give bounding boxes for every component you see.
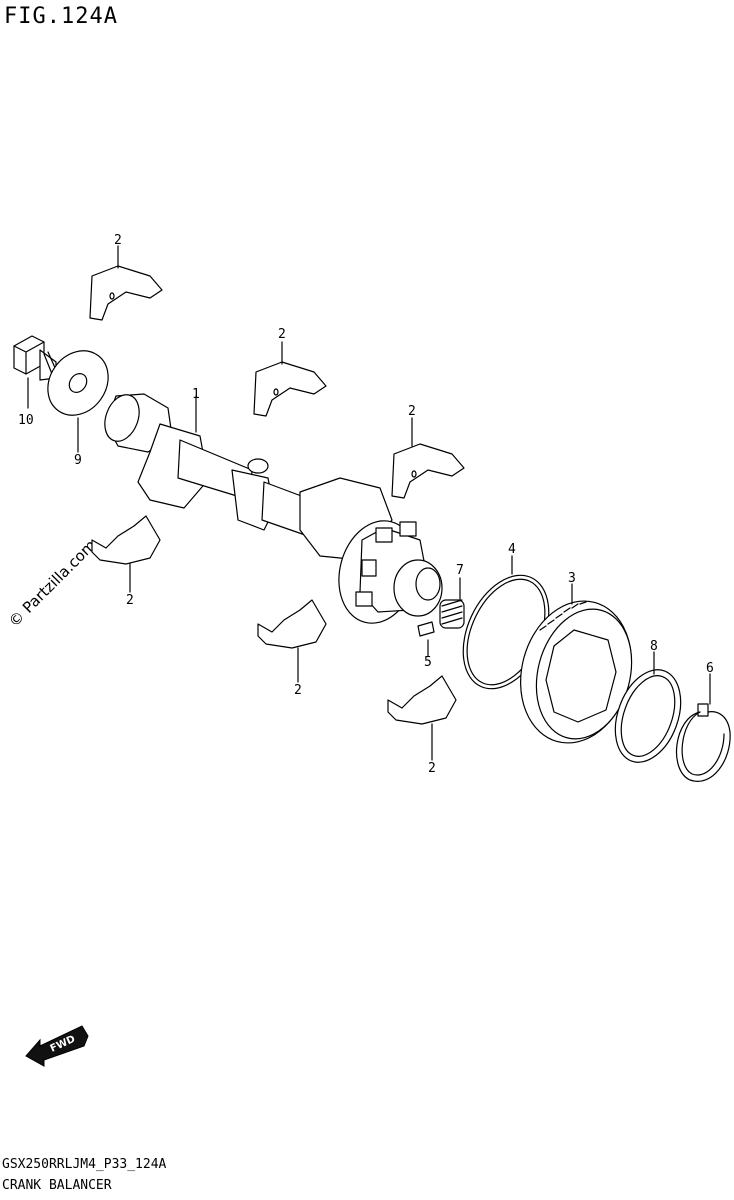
bearing-shell-6 xyxy=(387,675,457,725)
callout-7: 7 xyxy=(456,563,464,578)
callout-2: 2 xyxy=(428,761,436,776)
diagram-name: CRANK BALANCER xyxy=(2,1178,112,1193)
washer-part xyxy=(47,350,109,416)
callout-labels: 2 2 2 1 10 9 2 2 2 4 3 7 5 8 6 xyxy=(18,233,714,776)
fwd-arrow-icon: FWD xyxy=(25,1025,89,1067)
circlip-part xyxy=(676,703,731,782)
bearing-shell-1 xyxy=(89,265,163,321)
bearing-shell-2 xyxy=(253,361,327,417)
callout-2: 2 xyxy=(126,593,134,608)
callout-4: 4 xyxy=(508,542,516,557)
callout-10: 10 xyxy=(18,413,34,428)
callout-2: 2 xyxy=(278,327,286,342)
leader-lines xyxy=(27,245,711,761)
bearing-shell-3 xyxy=(391,443,465,499)
shim-washer-part xyxy=(614,669,682,763)
callout-8: 8 xyxy=(650,639,658,654)
callout-3: 3 xyxy=(568,571,576,586)
bolt-part xyxy=(13,335,57,381)
callout-1: 1 xyxy=(192,387,200,402)
bearing-shell-5 xyxy=(257,599,327,649)
figure-title: FIG.124A xyxy=(4,4,118,29)
callout-2: 2 xyxy=(114,233,122,248)
pin-part xyxy=(417,621,435,637)
bearing-shell-4 xyxy=(91,515,161,565)
callout-9: 9 xyxy=(74,453,82,468)
balancer-shaft xyxy=(104,393,443,624)
callout-5: 5 xyxy=(424,655,432,670)
callout-2: 2 xyxy=(408,404,416,419)
gear-part xyxy=(520,600,633,744)
callout-2: 2 xyxy=(294,683,302,698)
callout-6: 6 xyxy=(706,661,714,676)
spring-part xyxy=(439,599,465,629)
diagram-code: GSX250RRLJM4_P33_124A xyxy=(2,1157,167,1172)
